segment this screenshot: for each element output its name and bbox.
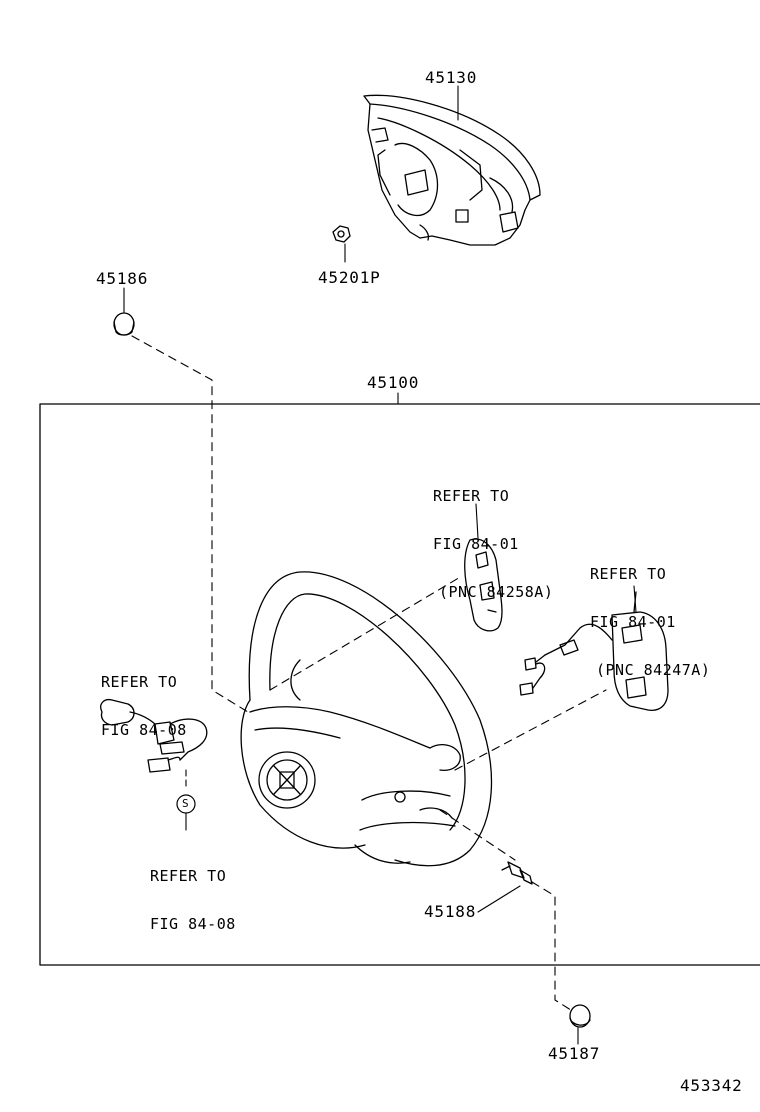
ref-paddle-left: REFER TO FIG 84-01 (PNC 84258A) (433, 456, 553, 616)
airbag-module-drawing (363, 94, 541, 246)
dashed-leader-45186 (131, 335, 249, 713)
diagram-id: 453342 (680, 1076, 743, 1095)
screw-symbol-label: S (182, 797, 190, 810)
spiral-cable-harness-drawing (100, 698, 208, 773)
left-paddle-switch-drawing (464, 503, 503, 632)
right-paddle-switch-drawing (519, 585, 669, 711)
part-number-nut: 45201P (318, 268, 381, 287)
ref-screw: REFER TO FIG 84-08 (150, 836, 236, 948)
ref-line: REFER TO (433, 487, 510, 505)
part-number-cap-bottom: 45187 (548, 1044, 601, 1063)
part-number-airbag: 45130 (425, 68, 478, 87)
cap-bottom-drawing (569, 1004, 591, 1045)
ref-line: FIG 84-01 (433, 535, 519, 553)
dashed-leader-wheel-left-paddle (269, 575, 463, 691)
ref-line: FIG 84-08 (150, 915, 236, 933)
ref-line: (PNC 84258A) (439, 583, 554, 601)
dashed-leader-wheel-right-paddle (454, 689, 607, 771)
ref-line: FIG 84-01 (590, 613, 676, 631)
part-number-screw: 45188 (424, 902, 477, 921)
dashed-leader-wheel-screw (439, 809, 516, 861)
cap-top-drawing (113, 287, 135, 336)
nut-drawing (332, 225, 351, 263)
part-number-wheel-assembly: 45100 (367, 373, 420, 392)
ref-line: REFER TO (150, 867, 227, 885)
ref-paddle-right: REFER TO FIG 84-01 (PNC 84247A) (590, 534, 710, 694)
ref-line: REFER TO (590, 565, 667, 583)
ref-line: (PNC 84247A) (596, 661, 711, 679)
wheel-assembly-frame (39, 403, 760, 966)
steering-wheel-drawing (240, 571, 493, 867)
ref-spiral-cable: REFER TO FIG 84-08 (101, 642, 187, 754)
dashed-leader-45188-45187 (531, 881, 575, 1013)
part-number-cap-top: 45186 (96, 269, 149, 288)
ref-line: REFER TO (101, 673, 178, 691)
screw-drawing (477, 861, 533, 913)
ref-line: FIG 84-08 (101, 721, 187, 739)
